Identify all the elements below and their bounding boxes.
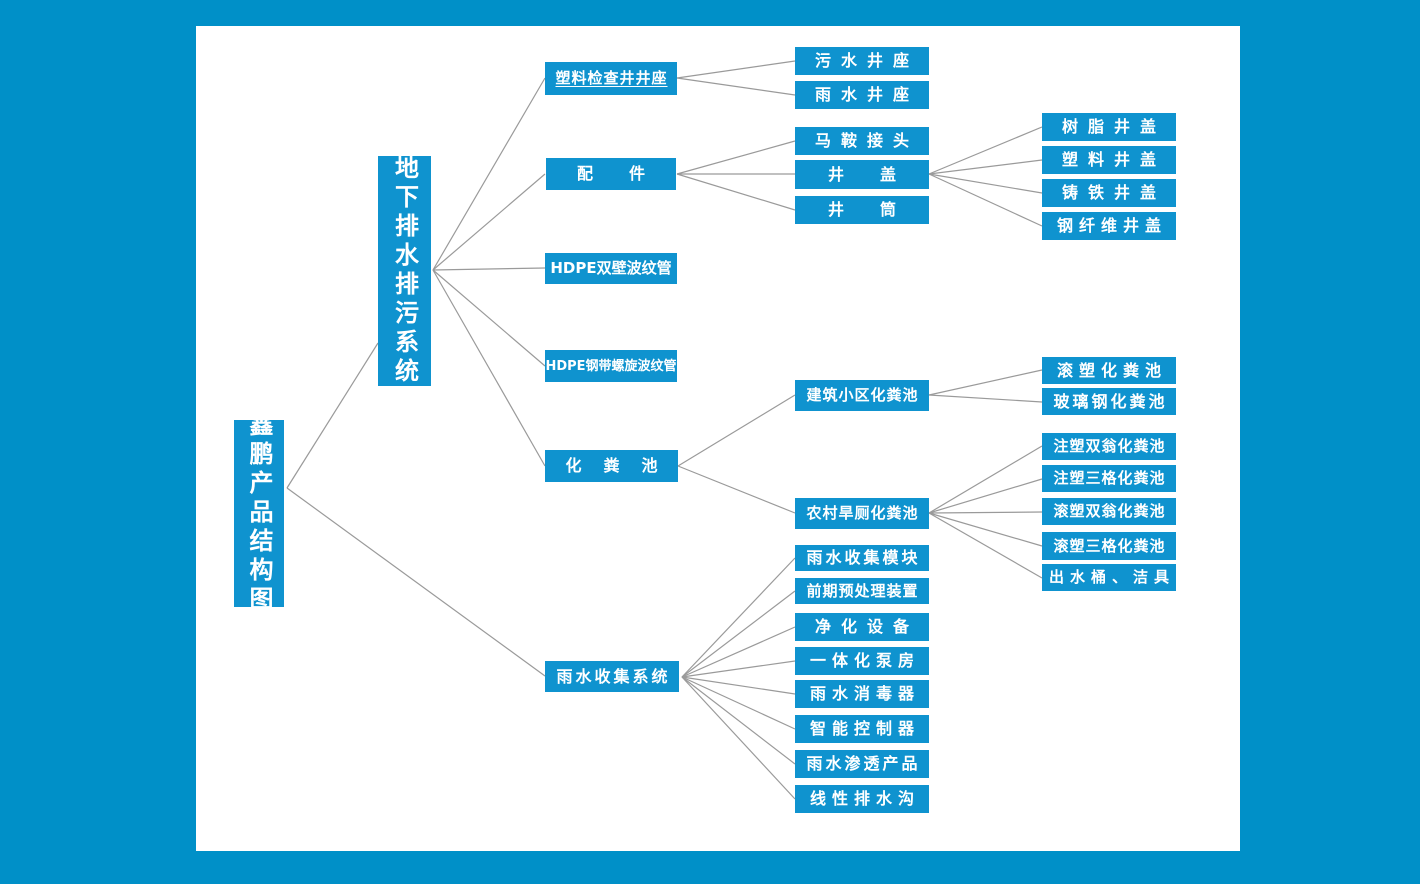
node-hdpe-double-wall-pipe: HDPE双壁波纹管 [545, 253, 677, 284]
node-steel-fiber-cover: 钢纤维井盖 [1042, 212, 1176, 240]
node-rain-well-seat: 雨水井座 [795, 81, 929, 109]
node-frp-septic: 玻璃钢化粪池 [1042, 388, 1176, 415]
node-rural-toilet-septic: 农村旱厕化粪池 [795, 498, 929, 529]
node-fittings: 配件 [546, 158, 676, 190]
node-septic-tank: 化粪池 [545, 450, 678, 482]
node-purification-equipment: 净化设备 [795, 613, 929, 641]
node-underground-drainage-system: 地下排水排污系统 [378, 155, 431, 387]
node-root-title: 鑫鹏产品结构图 [234, 412, 284, 615]
node-cast-iron-cover: 铸铁井盖 [1042, 179, 1176, 207]
node-rain-infiltration-products: 雨水渗透产品 [795, 750, 929, 778]
node-rotomolded-septic: 滚塑化粪池 [1042, 357, 1176, 384]
node-injection-three-compartment-septic: 注塑三格化粪池 [1042, 465, 1176, 492]
node-rain-collection-module: 雨水收集模块 [795, 545, 929, 571]
node-linear-drainage-channel: 线性排水沟 [795, 785, 929, 813]
node-plastic-cover: 塑料井盖 [1042, 146, 1176, 174]
node-hdpe-steel-spiral-pipe: HDPE钢带螺旋波纹管 [545, 350, 677, 382]
node-integrated-pump-house: 一体化泵房 [795, 647, 929, 675]
diagram-canvas: 鑫鹏产品结构图 地下排水排污系统 塑料检查井井座 配件 HDPE双壁波纹管 HD… [196, 26, 1240, 851]
node-plastic-inspection-well-seat: 塑料检查井井座 [545, 62, 677, 95]
node-injection-double-urn-septic: 注塑双翁化粪池 [1042, 433, 1176, 460]
node-saddle-joint: 马鞍接头 [795, 127, 929, 155]
node-outlet-bucket-sanitaryware: 出水桶、洁具 [1042, 564, 1176, 591]
node-resin-cover: 树脂井盖 [1042, 113, 1176, 141]
node-smart-controller: 智能控制器 [795, 715, 929, 743]
node-sewage-well-seat: 污水井座 [795, 47, 929, 75]
node-rain-disinfector: 雨水消毒器 [795, 680, 929, 708]
node-rainwater-collection-system: 雨水收集系统 [545, 661, 679, 692]
node-well-shaft: 井筒 [795, 196, 929, 224]
node-pretreatment-device: 前期预处理装置 [795, 578, 929, 604]
connector-lines [286, 60, 1043, 800]
node-well-cover: 井盖 [795, 160, 929, 189]
node-rotomolded-double-urn-septic: 滚塑双翁化粪池 [1042, 498, 1176, 525]
node-building-community-septic: 建筑小区化粪池 [795, 380, 929, 411]
node-rotomolded-three-compartment-septic: 滚塑三格化粪池 [1042, 532, 1176, 560]
